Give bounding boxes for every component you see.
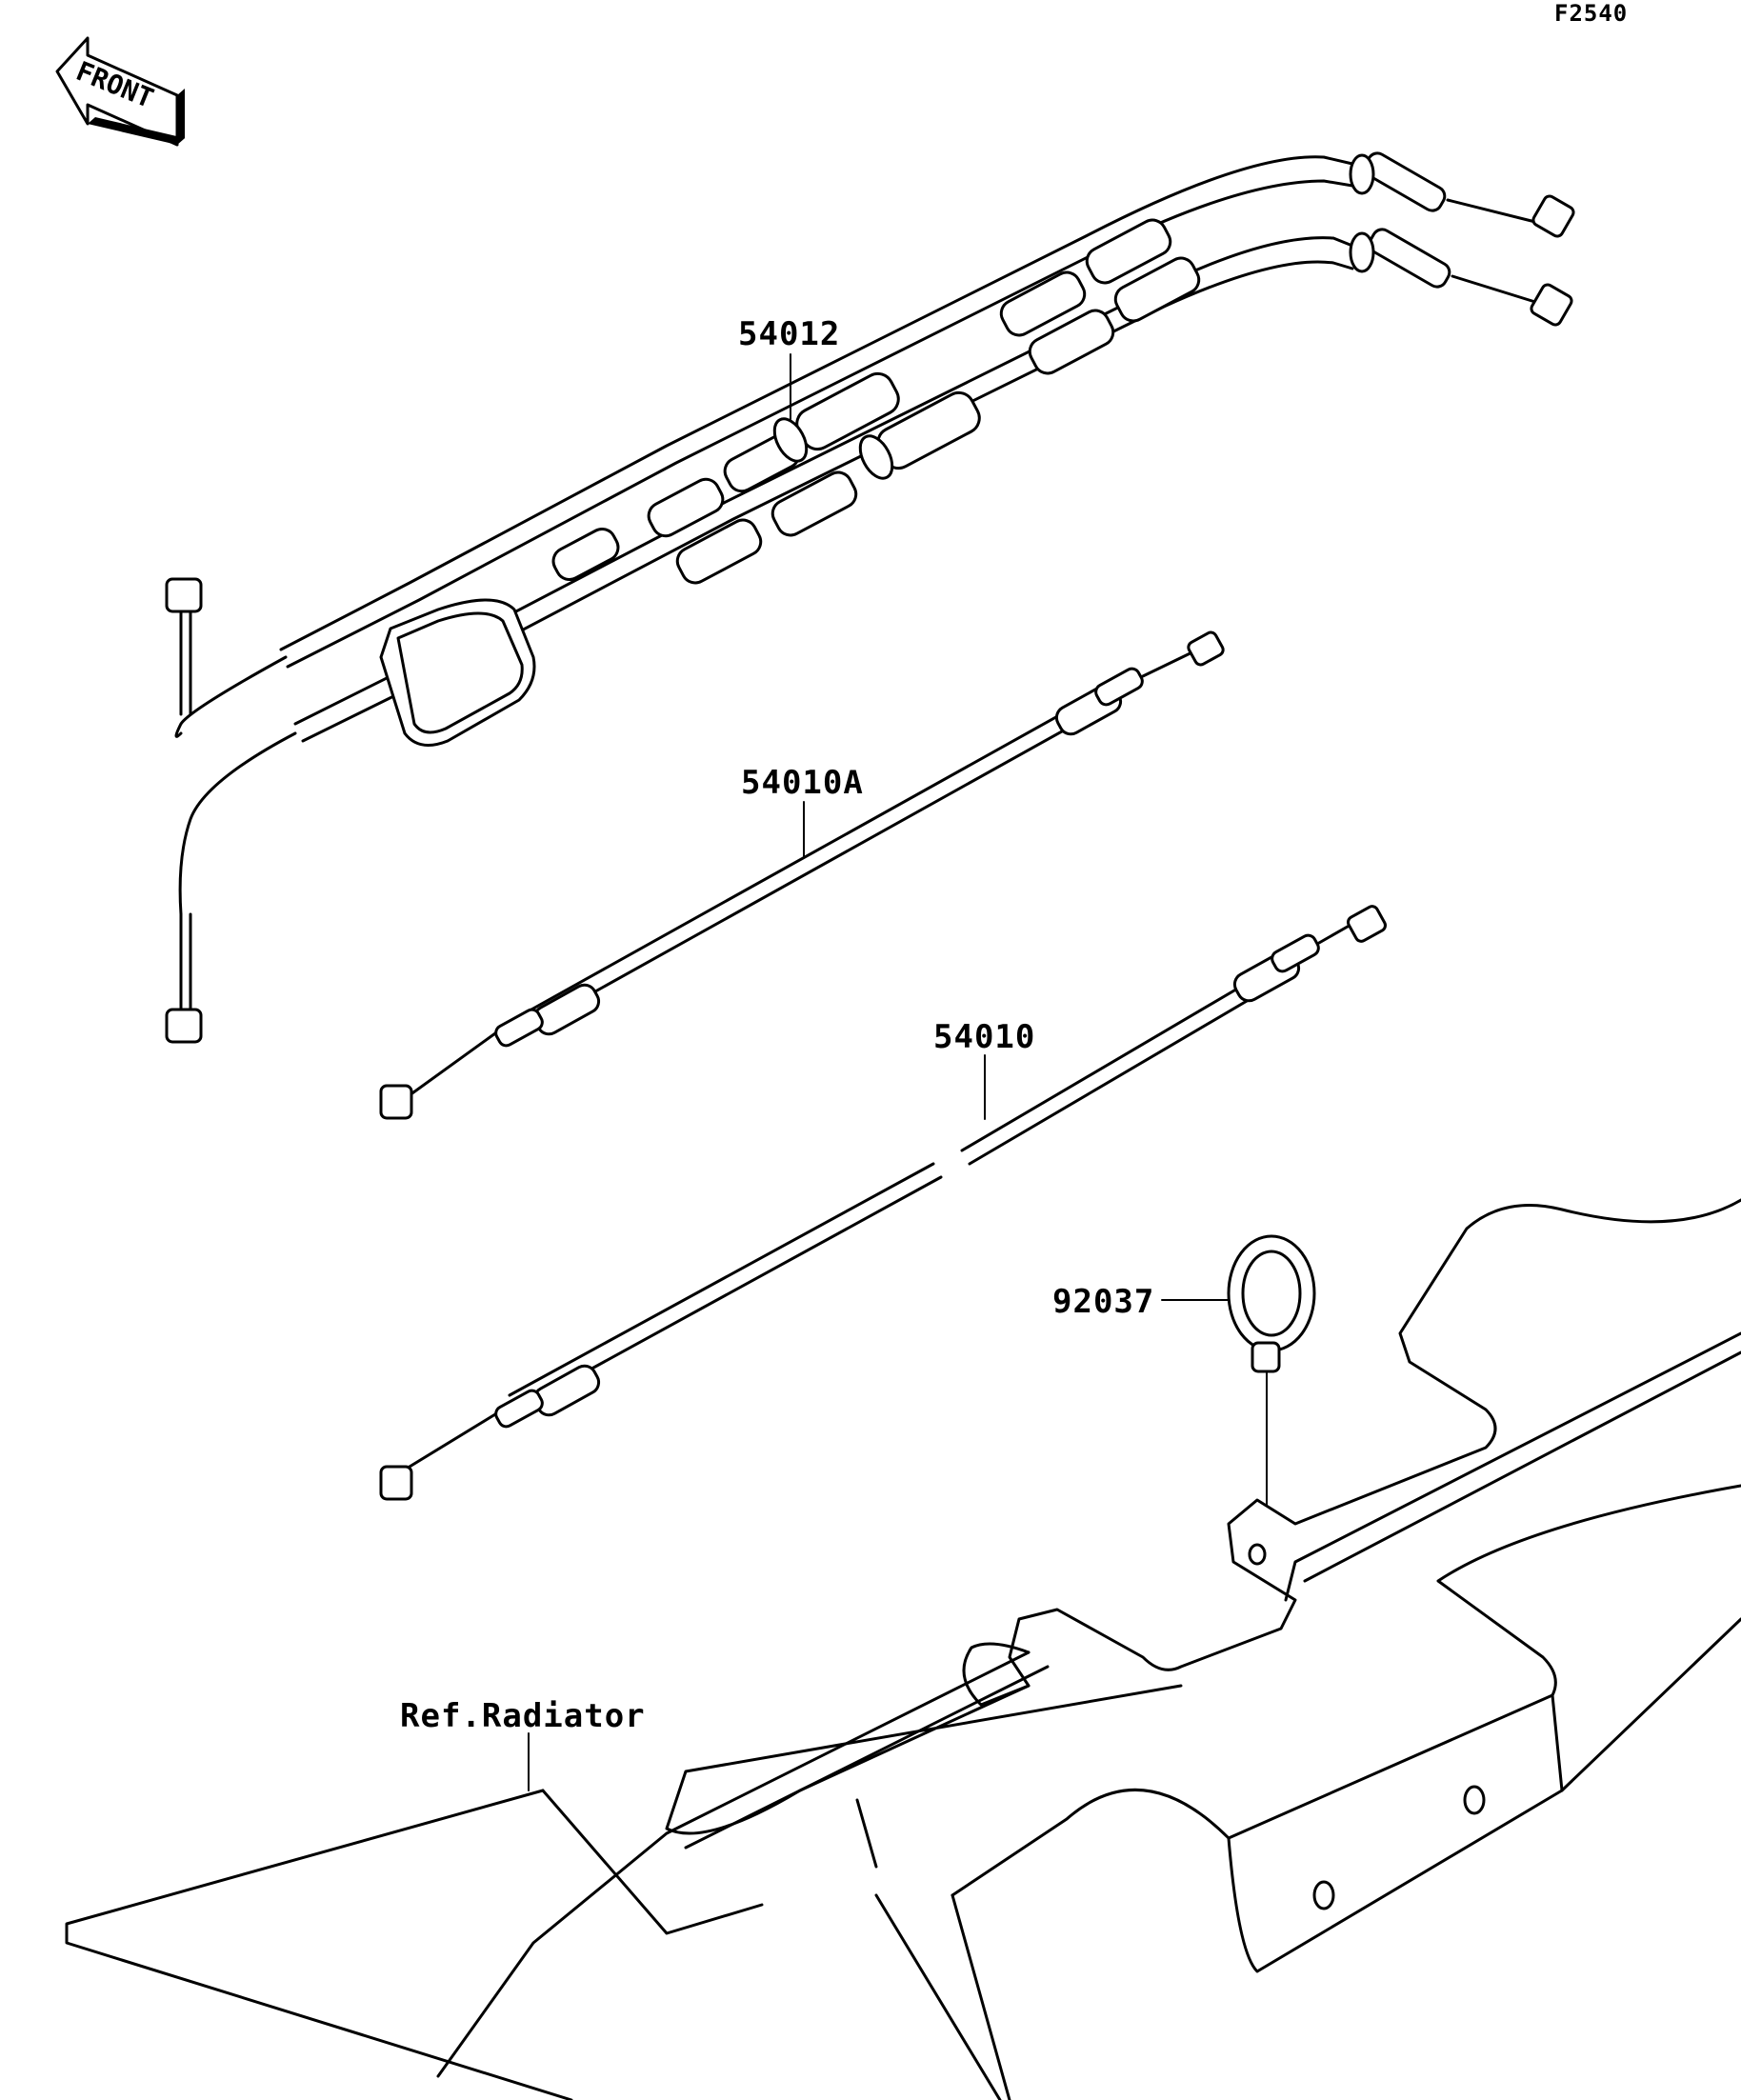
callout-92037: 92037 [1052,1283,1154,1321]
figure-code: F2540 [1554,0,1628,27]
callout-54010: 54010 [933,1018,1035,1056]
cable-clamp [1227,1234,1316,1506]
front-direction-arrow: FRONT [55,36,185,147]
throttle-cable-assembly [165,151,1575,1044]
callout-54012: 54012 [738,315,840,353]
choke-cable [379,905,1387,1501]
radiator-shroud [65,1198,1741,2100]
callout-54010A: 54010A [741,764,864,802]
callout-ref-radiator: Ref.Radiator [400,1697,646,1735]
